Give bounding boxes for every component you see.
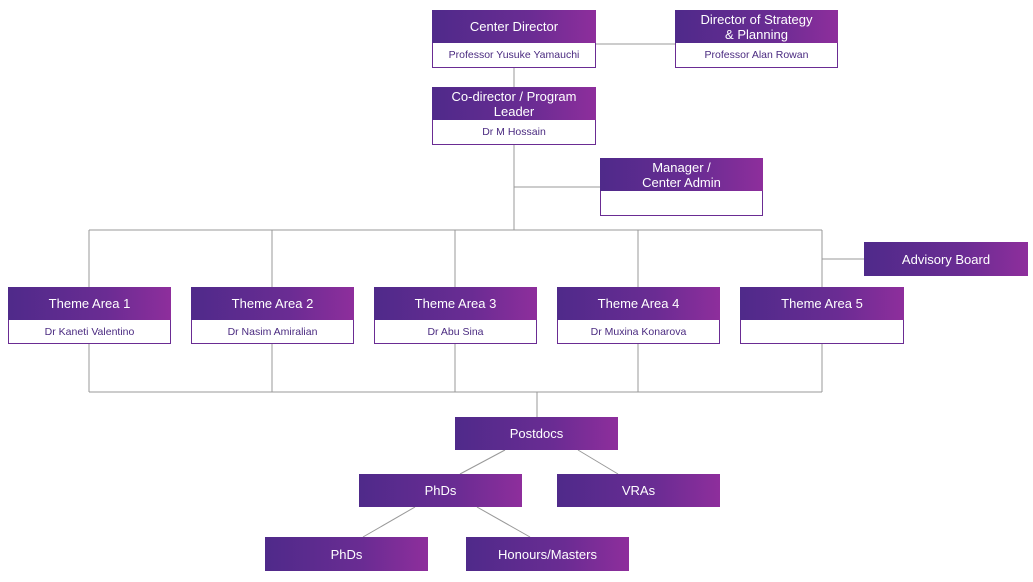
theme-area-1-title-box: Theme Area 1 <box>8 287 171 320</box>
theme-area-3-card: Theme Area 3 Dr Abu Sina <box>374 287 537 344</box>
manager-title-box: Manager / Center Admin <box>600 158 763 191</box>
theme-area-3-name: Dr Abu Sina <box>427 325 484 338</box>
postdocs-label: Postdocs <box>509 426 564 441</box>
theme-area-5-title: Theme Area 5 <box>781 296 863 311</box>
co-director-card: Co-director / Program Leader Dr M Hossai… <box>432 87 596 145</box>
theme-area-5-card: Theme Area 5 <box>740 287 904 344</box>
theme-area-2-title: Theme Area 2 <box>231 296 314 311</box>
center-director-title-box: Center Director <box>432 10 596 43</box>
co-director-name: Dr M Hossain <box>482 126 546 138</box>
theme-area-1-card: Theme Area 1 Dr Kaneti Valentino <box>8 287 171 344</box>
theme-area-1-title: Theme Area 1 <box>48 296 131 311</box>
theme-area-4-name-box: Dr Muxina Konarova <box>557 320 720 344</box>
center-director-name-box: Professor Yusuke Yamauchi <box>432 43 596 68</box>
theme-area-2-name-box: Dr Nasim Amiralian <box>191 320 354 344</box>
center-director-title: Center Director <box>469 19 559 34</box>
theme-area-4-card: Theme Area 4 Dr Muxina Konarova <box>557 287 720 344</box>
strategy-director-title-box: Director of Strategy & Planning <box>675 10 838 43</box>
postdocs-box: Postdocs <box>455 417 618 450</box>
strategy-director-title: Director of Strategy & Planning <box>700 11 813 42</box>
theme-area-2-name: Dr Nasim Amiralian <box>227 325 318 338</box>
manager-name-box <box>600 191 763 216</box>
theme-area-1-name-box: Dr Kaneti Valentino <box>8 320 171 344</box>
manager-title: Manager / Center Admin <box>642 159 721 190</box>
theme-area-3-title-box: Theme Area 3 <box>374 287 537 320</box>
co-director-name-box: Dr M Hossain <box>432 120 596 145</box>
co-director-title: Co-director / Program Leader <box>451 88 577 119</box>
theme-area-3-name-box: Dr Abu Sina <box>374 320 537 344</box>
advisory-board-box: Advisory Board <box>864 242 1028 276</box>
co-director-title-box: Co-director / Program Leader <box>432 87 596 120</box>
theme-area-5-name-box <box>740 320 904 344</box>
manager-card: Manager / Center Admin <box>600 158 763 216</box>
vras-box: VRAs <box>557 474 720 507</box>
theme-area-2-title-box: Theme Area 2 <box>191 287 354 320</box>
strategy-director-card: Director of Strategy & Planning Professo… <box>675 10 838 68</box>
advisory-board-label: Advisory Board <box>901 251 991 267</box>
honours-masters-box: Honours/Masters <box>466 537 629 571</box>
center-director-card: Center Director Professor Yusuke Yamauch… <box>432 10 596 68</box>
theme-area-4-title: Theme Area 4 <box>597 296 680 311</box>
vras-label: VRAs <box>621 483 656 498</box>
center-director-name: Professor Yusuke Yamauchi <box>448 49 580 61</box>
theme-area-5-title-box: Theme Area 5 <box>740 287 904 320</box>
theme-area-2-card: Theme Area 2 Dr Nasim Amiralian <box>191 287 354 344</box>
strategy-director-name: Professor Alan Rowan <box>704 49 809 61</box>
phds-low-label: PhDs <box>330 546 363 562</box>
phds-low-box: PhDs <box>265 537 428 571</box>
strategy-director-name-box: Professor Alan Rowan <box>675 43 838 68</box>
phds-mid-label: PhDs <box>424 483 457 498</box>
theme-area-1-name: Dr Kaneti Valentino <box>44 325 135 338</box>
theme-area-4-name: Dr Muxina Konarova <box>590 325 687 338</box>
honours-masters-label: Honours/Masters <box>498 546 597 562</box>
phds-mid-box: PhDs <box>359 474 522 507</box>
theme-area-3-title: Theme Area 3 <box>414 296 497 311</box>
theme-area-4-title-box: Theme Area 4 <box>557 287 720 320</box>
